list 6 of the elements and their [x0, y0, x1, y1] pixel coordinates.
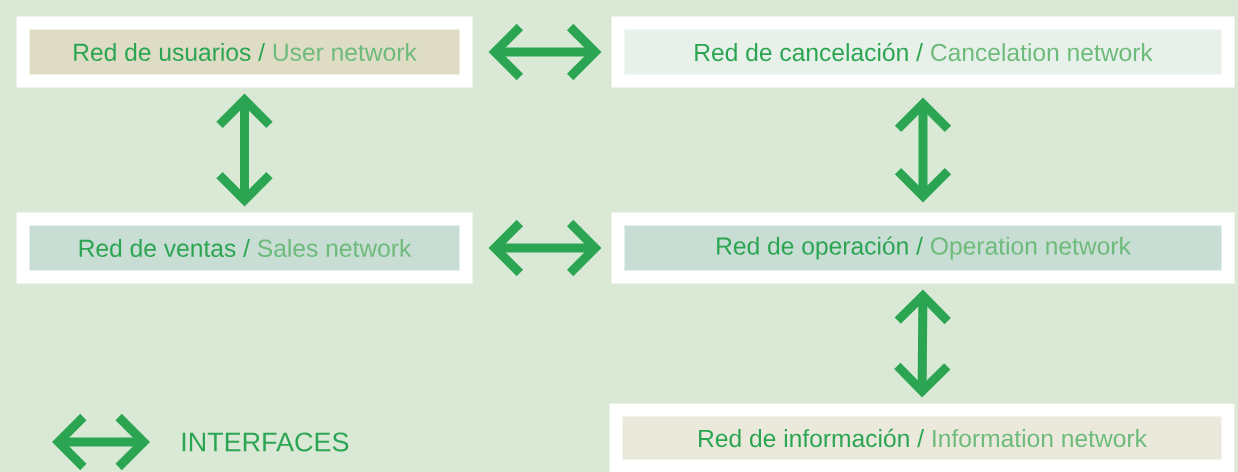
network-box: Red de información / Information network — [609, 403, 1235, 472]
network-box: Red de ventas / Sales network — [16, 212, 473, 284]
network-box: Red de operación / Operation network — [611, 212, 1235, 284]
network-box: Red de usuarios / User network — [16, 16, 473, 88]
network-box: Red de cancelación / Cancelation network — [611, 16, 1235, 88]
legend-text: INTERFACES — [182, 432, 349, 452]
